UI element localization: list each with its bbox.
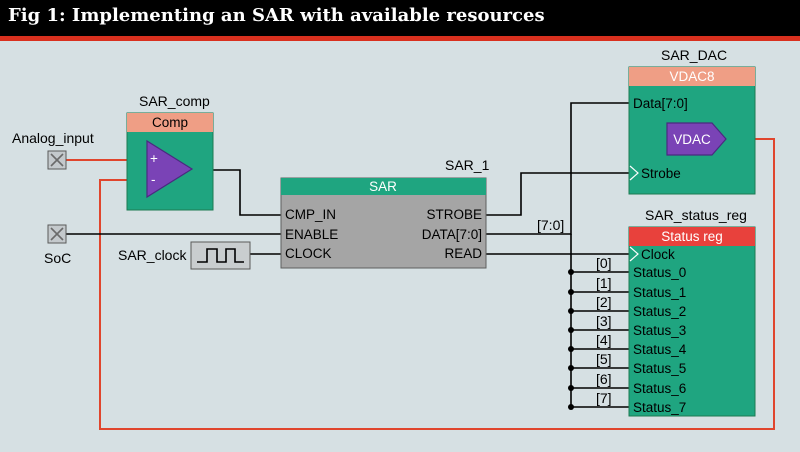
schematic-canvas: Analog_input SoC SAR_comp Comp + - SAR_c…	[0, 41, 800, 452]
feedback-wire	[99, 138, 775, 430]
comp-plus-label: +	[150, 151, 158, 166]
comp-minus-label: -	[151, 172, 156, 187]
sar-dac-instance-label: SAR_DAC	[661, 47, 727, 63]
sar1-input-clock: CLOCK	[285, 246, 332, 261]
bit-label-7: [7]	[596, 390, 612, 406]
title-bar: Fig 1: Implementing an SAR with availabl…	[0, 0, 800, 36]
figure-title: Fig 1: Implementing an SAR with availabl…	[8, 5, 545, 26]
sar-clock-label: SAR_clock	[118, 247, 187, 263]
status-port-2: Status_2	[633, 304, 686, 319]
strobe-wire	[486, 172, 632, 216]
analog-input-pin[interactable]	[47, 150, 67, 170]
sar1-output-strobe: STROBE	[426, 207, 482, 222]
status-reg-instance-label: SAR_status_reg	[645, 207, 747, 223]
bus-label: [7:0]	[537, 217, 564, 233]
sar1-type: SAR	[369, 179, 397, 194]
sar-clock-block[interactable]	[190, 241, 251, 270]
bit-label-2: [2]	[596, 294, 612, 310]
sar1-block[interactable]	[280, 177, 487, 269]
clock-waveform-icon	[197, 248, 244, 263]
status-reg-type: Status reg	[661, 229, 723, 244]
status-port-3: Status_3	[633, 323, 686, 338]
soc-pin[interactable]	[47, 224, 67, 244]
sar-dac-block[interactable]	[628, 66, 756, 195]
cmp-out-wire	[192, 169, 281, 216]
comparator-triangle-icon	[146, 139, 194, 199]
bit-label-1: [1]	[596, 275, 612, 291]
sar1-output-data: DATA[7:0]	[422, 227, 482, 242]
status-port-4: Status_4	[633, 342, 687, 357]
status-port-5: Status_5	[633, 361, 686, 376]
bit-label-6: [6]	[596, 371, 612, 387]
strobe-clock-marker-icon	[629, 165, 639, 181]
soc-label: SoC	[44, 250, 71, 266]
data-bus-wire	[486, 102, 632, 235]
bit-label-4: [4]	[596, 332, 612, 348]
status-port-6: Status_6	[633, 381, 686, 396]
status-clock-marker-icon	[629, 246, 639, 262]
bit-label-3: [3]	[596, 313, 612, 329]
sar-comp-block[interactable]	[126, 112, 214, 211]
title-stripe	[0, 36, 800, 41]
schematic: Analog_input SoC SAR_comp Comp + - SAR_c…	[0, 41, 800, 452]
sar1-instance-label: SAR_1	[445, 157, 490, 173]
sar-dac-type: VDAC8	[669, 69, 714, 84]
status-reg-block[interactable]	[628, 226, 756, 417]
sar1-output-read: READ	[444, 246, 482, 261]
status-reg-clock-port: Clock	[641, 247, 675, 262]
bit-taps	[568, 269, 632, 410]
status-port-0: Status_0	[633, 265, 686, 280]
sar-comp-type: Comp	[152, 115, 188, 130]
status-port-1: Status_1	[633, 285, 686, 300]
sar-dac-strobe-port: Strobe	[641, 166, 681, 181]
status-port-7: Status_7	[633, 400, 686, 415]
sar1-input-cmp-in: CMP_IN	[285, 207, 336, 222]
vdac-icon	[666, 122, 727, 156]
sar1-input-enable: ENABLE	[285, 227, 338, 242]
sar-dac-data-port: Data[7:0]	[633, 96, 688, 111]
vdac-inner-label: VDAC	[673, 132, 711, 147]
bit-label-0: [0]	[596, 255, 612, 271]
analog-input-label: Analog_input	[12, 130, 94, 146]
sar-comp-instance-label: SAR_comp	[139, 93, 210, 109]
bit-label-5: [5]	[596, 351, 612, 367]
